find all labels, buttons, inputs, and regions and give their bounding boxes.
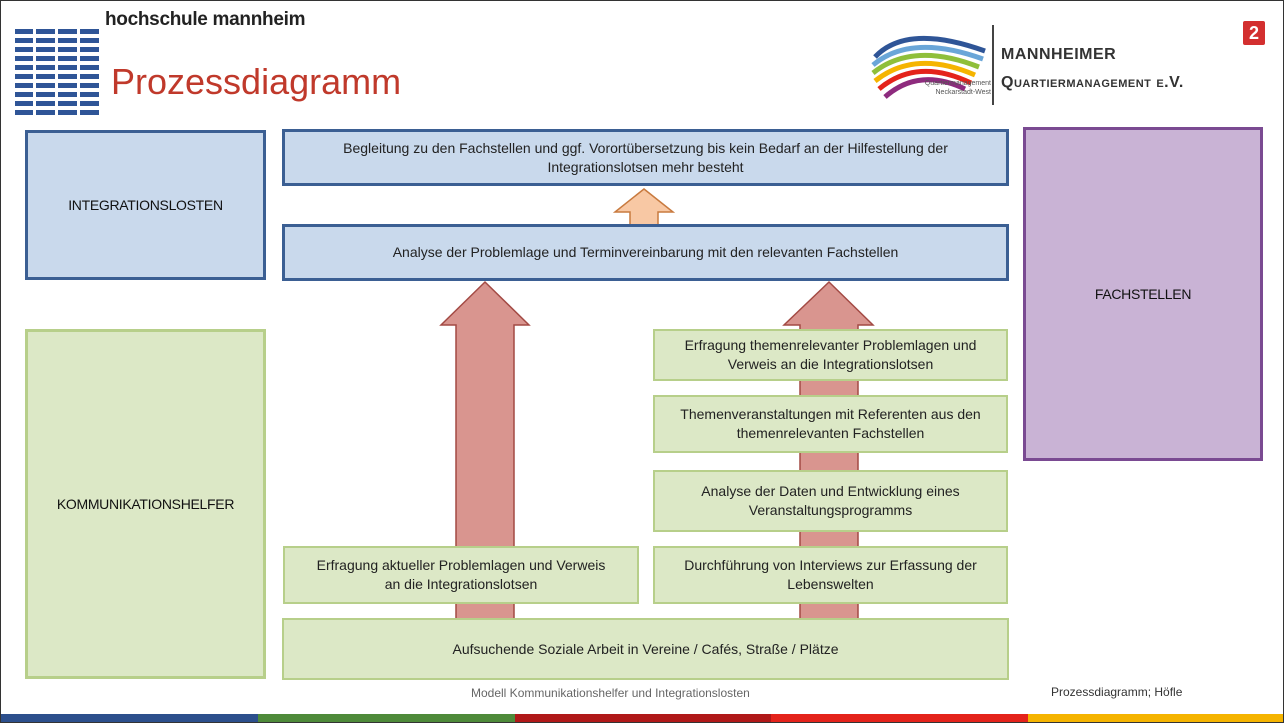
bottom-bar-segment xyxy=(1,714,258,722)
step-analyse-problemlage: Analyse der Problemlage und Terminverein… xyxy=(282,224,1009,281)
bottom-bar-segment xyxy=(1028,714,1283,722)
footer-credit: Prozessdiagramm; Höfle xyxy=(1051,685,1183,699)
step-aufsuchende-arbeit: Aufsuchende Soziale Arbeit in Vereine / … xyxy=(282,618,1009,680)
role-fachstellen: FACHSTELLEN xyxy=(1023,127,1263,461)
quartiermanagement-logo-caption: Quartiermanagement Neckarstadt-West xyxy=(921,79,991,97)
role-integrationslotsen: INTEGRATIONSLOSTEN xyxy=(25,130,266,280)
footer-caption: Modell Kommunikationshelfer und Integrat… xyxy=(471,686,750,700)
logo-caption-line2: Neckarstadt-West xyxy=(935,89,992,96)
logo-caption-line1: Quartiermanagement xyxy=(924,80,991,87)
bottom-bar-segment xyxy=(257,714,515,722)
page-title: Prozessdiagramm xyxy=(111,61,402,102)
step-begleitung: Begleitung zu den Fachstellen und ggf. V… xyxy=(282,129,1009,186)
hochschule-logo-icon xyxy=(15,25,99,121)
org-name-line1: Mannheimer xyxy=(1001,46,1117,63)
bottom-bar-segment xyxy=(771,714,1029,722)
step-themenveranstaltungen: Themenveranstaltungen mit Referenten aus… xyxy=(653,395,1008,453)
step-analyse-daten: Analyse der Daten und Entwicklung eines … xyxy=(653,470,1008,532)
step-erfragung-aktuell: Erfragung aktueller Problemlagen und Ver… xyxy=(283,546,639,604)
step-interviews: Durchführung von Interviews zur Erfassun… xyxy=(653,546,1008,604)
quartiermanagement-logo-icon xyxy=(871,35,986,99)
bottom-color-bar xyxy=(1,714,1283,722)
step-erfragung-themenrelevant: Erfragung themenrelevanter Problemlagen … xyxy=(653,329,1008,381)
school-name: hochschule mannheim xyxy=(105,9,306,30)
organization-name: Mannheimer Quartiermanagement e.V. xyxy=(1001,41,1184,97)
page-number-badge: 2 xyxy=(1243,21,1265,45)
logo-divider xyxy=(992,25,994,105)
role-kommunikationshelfer: KOMMUNIKATIONSHELFER xyxy=(25,329,266,679)
arrow-up-small xyxy=(612,188,676,228)
bottom-bar-segment xyxy=(514,714,772,722)
org-name-line2: Quartiermanagement e.V. xyxy=(1001,74,1184,91)
